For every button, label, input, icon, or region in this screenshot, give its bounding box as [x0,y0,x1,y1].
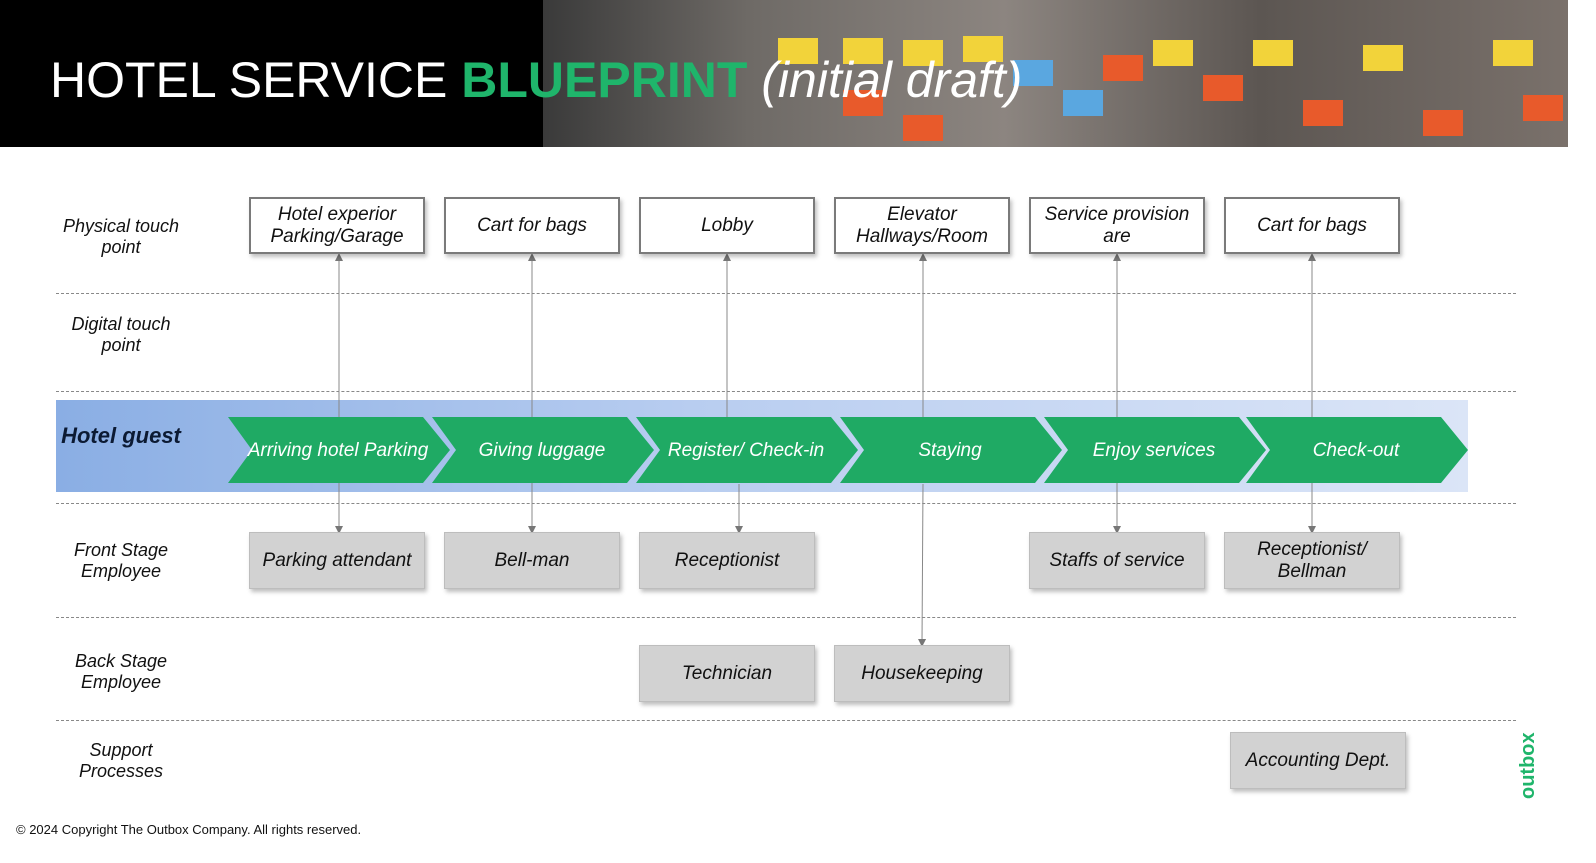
header-banner: HOTEL SERVICE BLUEPRINT (initial draft) [0,0,1568,147]
back-stage-box: Housekeeping [834,645,1010,702]
front-stage-box: Staffs of service [1029,532,1205,589]
journey-step-label: Register/ Check-in [667,439,825,461]
journey-step-chevron: Arriving hotel Parking [228,417,450,483]
title-part1: HOTEL SERVICE [50,52,448,108]
journey-step-chevron: Register/ Check-in [636,417,858,483]
physical-touchpoint-box: Cart for bags [1224,197,1400,254]
sticky-notes-photo [543,0,1568,147]
lane-divider [56,391,1516,392]
lane-divider [56,503,1516,504]
row-label-physical: Physical touch point [62,216,180,257]
row-label-back-stage: Back Stage Employee [74,651,168,692]
front-stage-box: Parking attendant [249,532,425,589]
lane-divider [56,293,1516,294]
journey-step-label: Giving luggage [478,439,606,461]
row-label-front-stage: Front Stage Employee [73,540,169,581]
support-process-box: Accounting Dept. [1230,732,1406,789]
outbox-logo: outbox [1517,732,1539,799]
front-stage-box: Receptionist [639,532,815,589]
physical-touchpoint-box: Elevator Hallways/Room [834,197,1010,254]
row-label-digital: Digital touch point [71,314,171,355]
journey-step-label: Enjoy services [1092,439,1216,461]
page-title: HOTEL SERVICE BLUEPRINT (initial draft) [50,50,1022,110]
journey-step-chevron: Enjoy services [1044,417,1266,483]
journey-step-chevron: Check-out [1246,417,1468,483]
physical-touchpoint-box: Lobby [639,197,815,254]
connector-line [918,483,927,647]
lane-divider [56,617,1516,618]
copyright-text: © 2024 Copyright The Outbox Company. All… [16,822,362,837]
physical-touchpoint-box: Hotel experior Parking/Garage [249,197,425,254]
journey-step-label: Staying [918,439,982,461]
physical-touchpoint-box: Service provision are [1029,197,1205,254]
customer-lane-label: Hotel guest [61,423,181,448]
back-stage-box: Technician [639,645,815,702]
front-stage-box: Receptionist/ Bellman [1224,532,1400,589]
physical-touchpoint-box: Cart for bags [444,197,620,254]
title-part2: BLUEPRINT [461,52,748,108]
row-label-support: Support Processes [78,740,164,781]
journey-step-label: Arriving hotel Parking [247,439,429,461]
lane-divider [56,720,1516,721]
journey-step-chevron: Staying [840,417,1062,483]
front-stage-box: Bell-man [444,532,620,589]
journey-step-label: Check-out [1312,439,1400,461]
title-part3: (initial draft) [761,52,1023,108]
journey-step-chevron: Giving luggage [432,417,654,483]
